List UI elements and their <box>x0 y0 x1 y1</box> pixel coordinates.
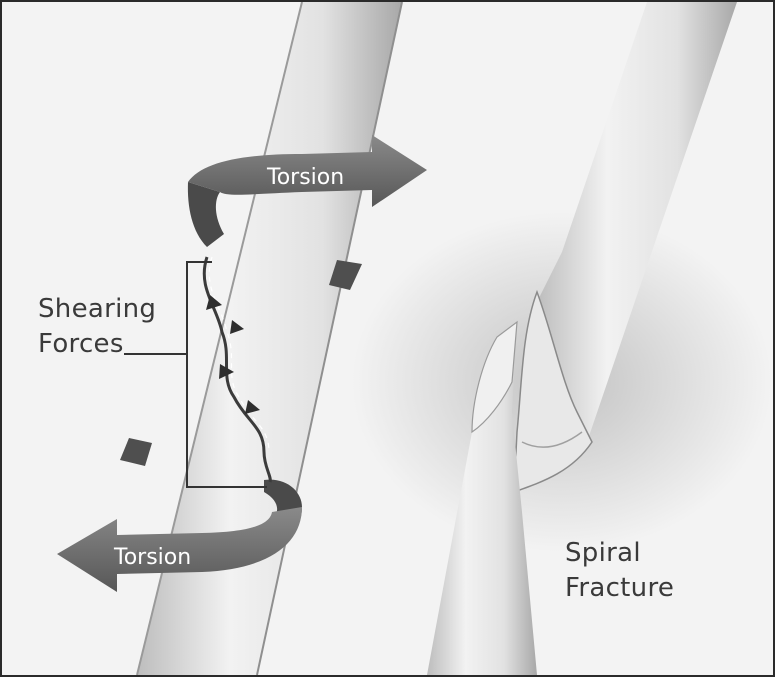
shearing-label-line2: Forces <box>38 328 124 360</box>
spiral-fracture-label-line2: Fracture <box>565 572 674 604</box>
torsion-top-label: Torsion <box>266 165 344 190</box>
shearing-label-line1: Shearing <box>38 293 156 325</box>
torsion-bottom-label: Torsion <box>113 545 191 570</box>
spiral-fracture-label-line1: Spiral <box>565 537 641 569</box>
torsion-arrow-tip-left <box>120 438 152 466</box>
